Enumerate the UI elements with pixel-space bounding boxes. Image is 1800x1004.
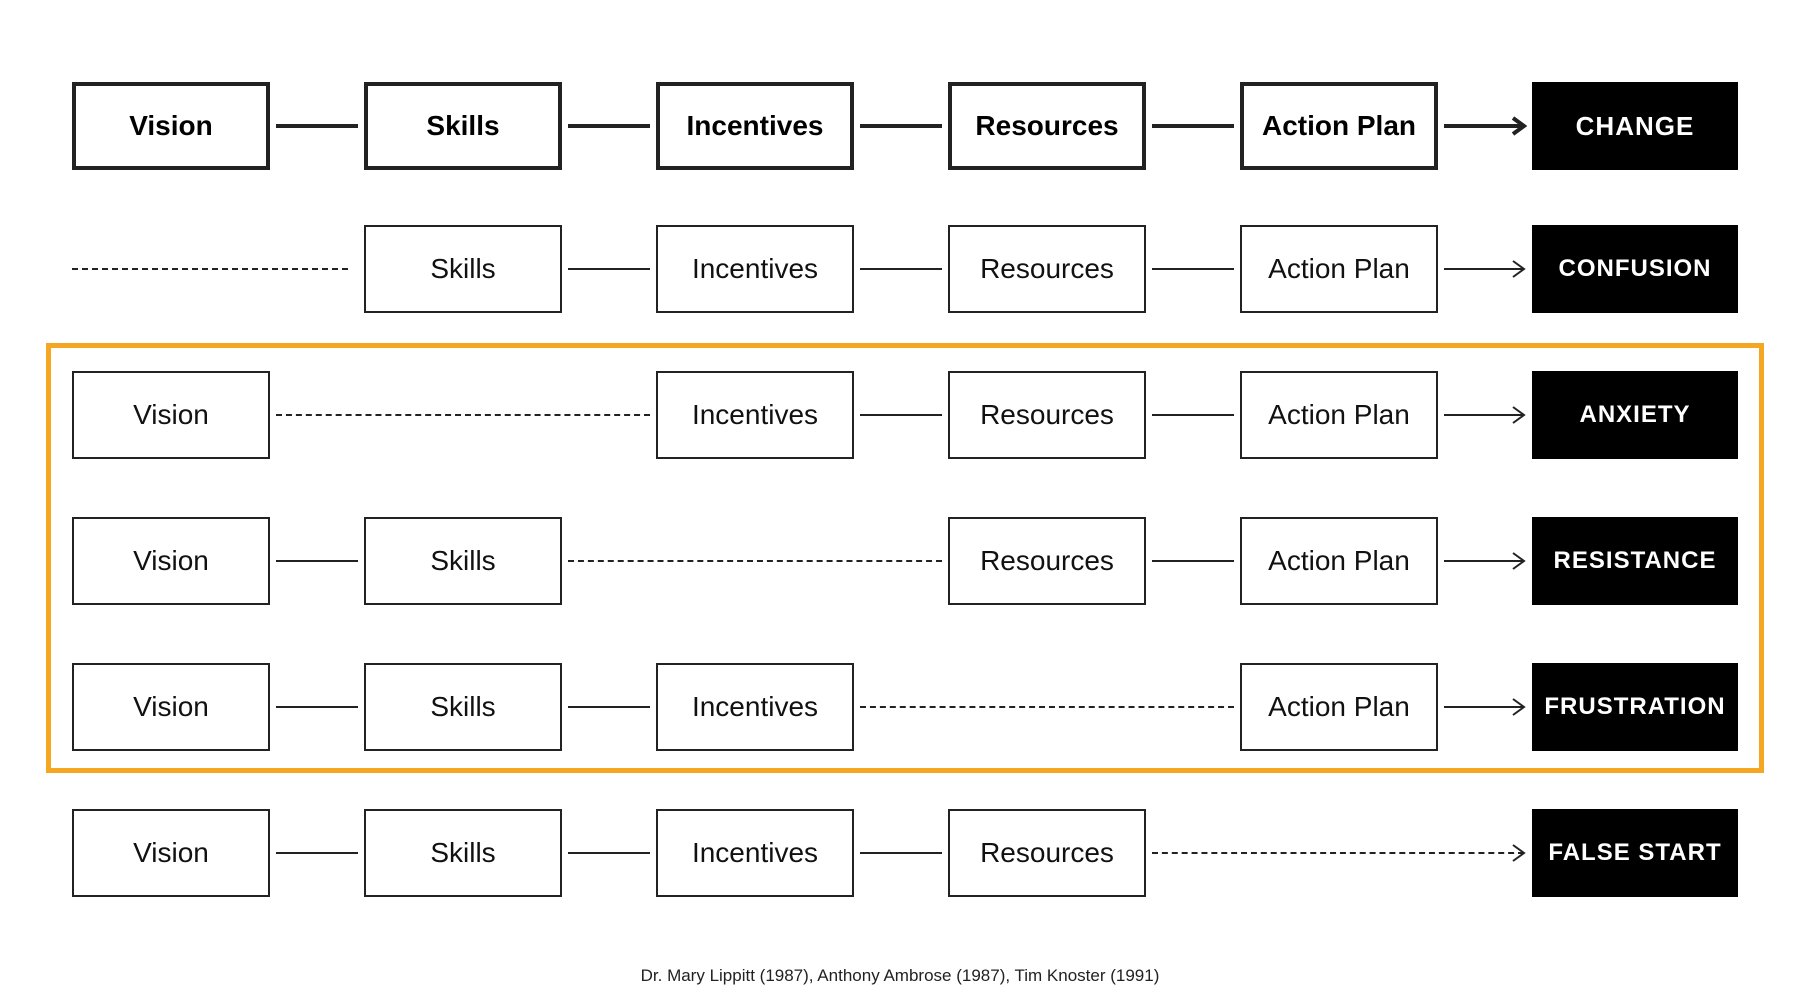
factor-label: Incentives [691,837,819,868]
factor-box-vision: Vision [72,809,270,897]
missing-factor-connector [860,706,1234,708]
outcome-box: RESISTANCE [1532,517,1738,605]
connector-line [1444,560,1524,562]
connector-line [1444,124,1524,128]
factor-box-action-plan: Action Plan [1240,663,1438,751]
factor-box-vision: Vision [72,517,270,605]
missing-factor-connector [568,560,942,562]
connector-line [568,268,650,270]
factor-label: Action Plan [1268,691,1410,722]
arrowhead-icon [1512,406,1526,424]
connector-line [860,852,942,854]
connector-line [568,852,650,854]
highlight-frame [46,343,1764,773]
factor-box-action-plan: Action Plan [1240,371,1438,459]
connector-line [860,414,942,416]
factor-box-action-plan: Action Plan [1240,225,1438,313]
factor-box-skills: Skills [364,809,562,897]
outcome-label: CHANGE [1575,110,1695,141]
connector-line [276,706,358,708]
arrowhead-icon [1512,698,1526,716]
connector-line [860,268,942,270]
missing-factor-connector [72,268,348,270]
factor-label: Resources [975,110,1119,141]
factor-box-incentives: Incentives [656,663,854,751]
factor-label: Action Plan [1268,253,1410,284]
factor-box-vision: Vision [72,371,270,459]
citation: Dr. Mary Lippitt (1987), Anthony Ambrose… [640,966,1160,985]
outcome-label: RESISTANCE [1553,547,1717,574]
arrowhead-icon [1511,116,1527,136]
connector-line [1444,268,1524,270]
arrowhead-icon [1512,844,1526,862]
factor-label: Skills [430,545,496,576]
factor-box-skills: Skills [364,663,562,751]
missing-factor-connector [1152,852,1524,854]
connector-line [1444,414,1524,416]
factor-label: Skills [430,837,496,868]
connector-line [1444,706,1524,708]
missing-factor-connector [276,414,650,416]
outcome-box: FRUSTRATION [1532,663,1738,751]
factor-box-action-plan: Action Plan [1240,517,1438,605]
outcome-label: CONFUSION [1558,255,1712,282]
factor-box-skills: Skills [364,225,562,313]
factor-label: Vision [133,691,209,722]
factor-box-incentives: Incentives [656,82,854,170]
factor-label: Skills [426,110,500,141]
factor-label: Skills [430,691,496,722]
factor-box-resources: Resources [948,371,1146,459]
factor-box-incentives: Incentives [656,225,854,313]
factor-box-vision: Vision [72,82,270,170]
factor-box-skills: Skills [364,517,562,605]
factor-label: Incentives [691,253,819,284]
connector-line [276,124,358,128]
factor-label: Incentives [691,691,819,722]
factor-label: Action Plan [1268,545,1410,576]
factor-label: Action Plan [1261,110,1416,141]
factor-label: Skills [430,253,496,284]
outcome-box: CHANGE [1532,82,1738,170]
connector-line [860,124,942,128]
factor-label: Vision [129,110,213,141]
factor-box-incentives: Incentives [656,371,854,459]
connector-line [1152,560,1234,562]
connector-line [1152,414,1234,416]
outcome-label: ANXIETY [1579,401,1691,428]
connector-line [1152,124,1234,128]
connector-line [276,560,358,562]
factor-label: Vision [133,399,209,430]
factor-box-action-plan: Action Plan [1240,82,1438,170]
factor-box-resources: Resources [948,517,1146,605]
factor-box-resources: Resources [948,809,1146,897]
connector-line [276,852,358,854]
factor-label: Incentives [691,399,819,430]
factor-label: Vision [133,837,209,868]
factor-box-incentives: Incentives [656,809,854,897]
factor-label: Resources [980,253,1114,284]
factor-label: Vision [133,545,209,576]
arrowhead-icon [1512,260,1526,278]
factor-box-vision: Vision [72,663,270,751]
factor-label: Resources [980,545,1114,576]
factor-label: Incentives [686,110,824,141]
factor-box-resources: Resources [948,225,1146,313]
factor-label: Resources [980,399,1114,430]
factor-label: Action Plan [1268,399,1410,430]
outcome-label: FALSE START [1548,839,1722,866]
outcome-label: FRUSTRATION [1544,693,1726,720]
factor-box-skills: Skills [364,82,562,170]
outcome-box: ANXIETY [1532,371,1738,459]
factor-box-resources: Resources [948,82,1146,170]
connector-line [1152,268,1234,270]
outcome-box: CONFUSION [1532,225,1738,313]
connector-line [568,706,650,708]
factor-label: Resources [980,837,1114,868]
connector-line [568,124,650,128]
outcome-box: FALSE START [1532,809,1738,897]
arrowhead-icon [1512,552,1526,570]
